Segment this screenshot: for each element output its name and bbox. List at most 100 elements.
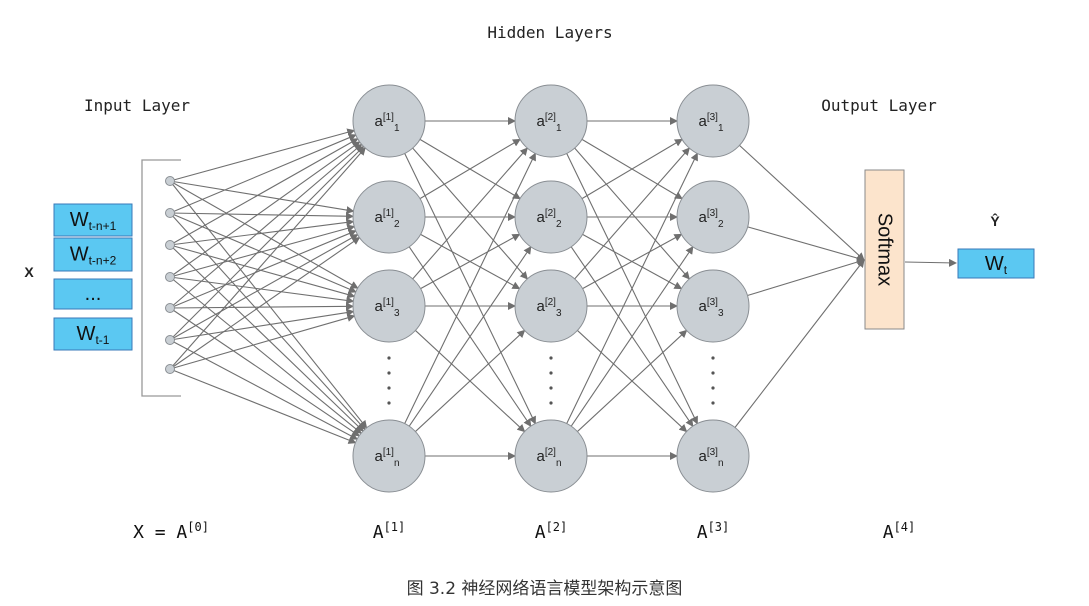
svg-text:a[3]2: a[3]2: [698, 208, 723, 230]
activation-label: X = A[0]: [133, 520, 209, 543]
edge-input-to-layer1: [169, 212, 366, 431]
output-word-base: W: [985, 253, 1004, 275]
node-sub: 1: [556, 123, 562, 134]
hidden-node: a[2]1: [514, 84, 588, 158]
edge-input-to-layer1: [169, 212, 355, 221]
ellipsis-dot: [549, 386, 553, 390]
svg-text:a[2]2: a[2]2: [536, 208, 561, 230]
node-base: a: [374, 113, 383, 130]
node-sub: 1: [394, 123, 400, 134]
hidden-node: a[1]1: [352, 84, 426, 158]
node-sup: [2]: [545, 208, 556, 219]
hidden-layers-label: Hidden Layers: [487, 23, 612, 42]
svg-text:a[3]n: a[3]n: [698, 447, 723, 469]
input-dot: [165, 303, 175, 313]
edge-input-to-layer1: [169, 138, 359, 246]
node-base: a: [536, 298, 545, 315]
hidden-node: a[3]3: [676, 269, 750, 343]
input-word-base: W: [70, 209, 89, 231]
node-base: a: [374, 209, 383, 226]
node-sub: 2: [394, 219, 400, 230]
output-word-sub: t: [1004, 263, 1008, 277]
edge-layer2-to-layer3: [566, 152, 698, 424]
node-sup: [3]: [707, 208, 718, 219]
output-layer-label: Output Layer: [821, 96, 937, 115]
hidden-node: a[3]1: [676, 84, 750, 158]
input-word-sub: t-1: [95, 333, 109, 347]
svg-text:Wt-1: Wt-1: [77, 323, 110, 347]
edge-layer2-to-layer3: [581, 138, 683, 200]
edge-input-to-layer1: [169, 368, 357, 444]
ellipsis-dot: [387, 356, 391, 360]
input-dot: [165, 335, 175, 345]
edge-input-to-layer1: [169, 234, 359, 341]
activation-label-sup: [4]: [894, 520, 916, 534]
node-sup: [3]: [707, 447, 718, 458]
edge-input-to-layer1: [169, 133, 357, 214]
activation-label: A[3]: [697, 520, 730, 543]
ellipsis-dot: [387, 371, 391, 375]
edge-layer2-to-layer3: [577, 329, 688, 432]
svg-text:Wt: Wt: [985, 253, 1008, 277]
x-label: X: [24, 264, 34, 280]
edge-input-to-layer1: [169, 302, 355, 311]
ellipsis-dot: [549, 371, 553, 375]
node-sub: 3: [394, 308, 400, 319]
hidden-node: a[2]2: [514, 180, 588, 254]
node-sup: [1]: [383, 447, 394, 458]
edge-layer1-to-layer2: [412, 147, 528, 280]
activation-label-sup: [0]: [187, 520, 209, 534]
vertical-ellipses: [387, 356, 715, 405]
edge-input-to-layer1: [169, 339, 359, 440]
edge-softmax-to-output: [904, 258, 957, 267]
ellipsis-dot: [711, 401, 715, 405]
edge-input-to-layer1: [169, 180, 355, 214]
ellipsis-dot: [549, 356, 553, 360]
node-base: a: [698, 448, 707, 465]
edge-input-to-layer1: [169, 218, 355, 246]
hidden-node: a[1]n: [352, 419, 426, 493]
input-word-boxes: Wt-n+1Wt-n+2...Wt-1: [53, 203, 133, 351]
node-sup: [1]: [383, 112, 394, 123]
hidden-node: a[2]n: [514, 419, 588, 493]
node-base: a: [698, 209, 707, 226]
output-word-box: Wt: [957, 248, 1035, 279]
svg-text:a[3]3: a[3]3: [698, 297, 723, 319]
edge-input-to-layer1: [169, 276, 362, 434]
y-hat-label: Ŷ: [990, 212, 1000, 229]
edge-input-to-layer1: [169, 307, 361, 437]
node-sub: 2: [718, 219, 724, 230]
input-word-box: ...: [53, 278, 133, 310]
node-sub: 2: [556, 219, 562, 230]
edge-input-to-layer1: [169, 128, 356, 182]
node-sup: [2]: [545, 297, 556, 308]
figure-caption: 图 3.2 神经网络语言模型架构示意图: [406, 579, 683, 599]
svg-text:...: ...: [85, 283, 102, 305]
edge-layer3-to-softmax: [739, 144, 865, 261]
ellipsis-dot: [387, 386, 391, 390]
edge-input-to-layer1: [169, 244, 356, 299]
activation-label-base: A: [883, 522, 894, 543]
edge-input-to-layer1: [169, 147, 366, 370]
edge-layer1-to-layer2: [404, 152, 536, 424]
hidden-node: a[2]3: [514, 269, 588, 343]
input-dot: [165, 272, 175, 282]
input-dot: [165, 208, 175, 218]
node-sub: 1: [718, 123, 724, 134]
node-base: a: [536, 448, 545, 465]
edge-input-to-layer1: [169, 180, 359, 289]
node-sup: [1]: [383, 208, 394, 219]
edge-input-to-layer1: [169, 308, 355, 341]
svg-text:a[2]n: a[2]n: [536, 447, 561, 469]
edge-layer1-to-layer2: [408, 245, 532, 427]
activation-label: A[2]: [535, 520, 568, 543]
edge-layer2-to-layer3: [574, 147, 690, 280]
svg-text:a[1]1: a[1]1: [374, 112, 399, 134]
node-base: a: [374, 448, 383, 465]
activation-label: A[4]: [883, 520, 916, 543]
node-sup: [2]: [545, 112, 556, 123]
input-bracket: [141, 159, 181, 397]
node-base: a: [698, 298, 707, 315]
softmax-label: Softmax: [874, 213, 896, 286]
input-dots: [165, 176, 175, 374]
